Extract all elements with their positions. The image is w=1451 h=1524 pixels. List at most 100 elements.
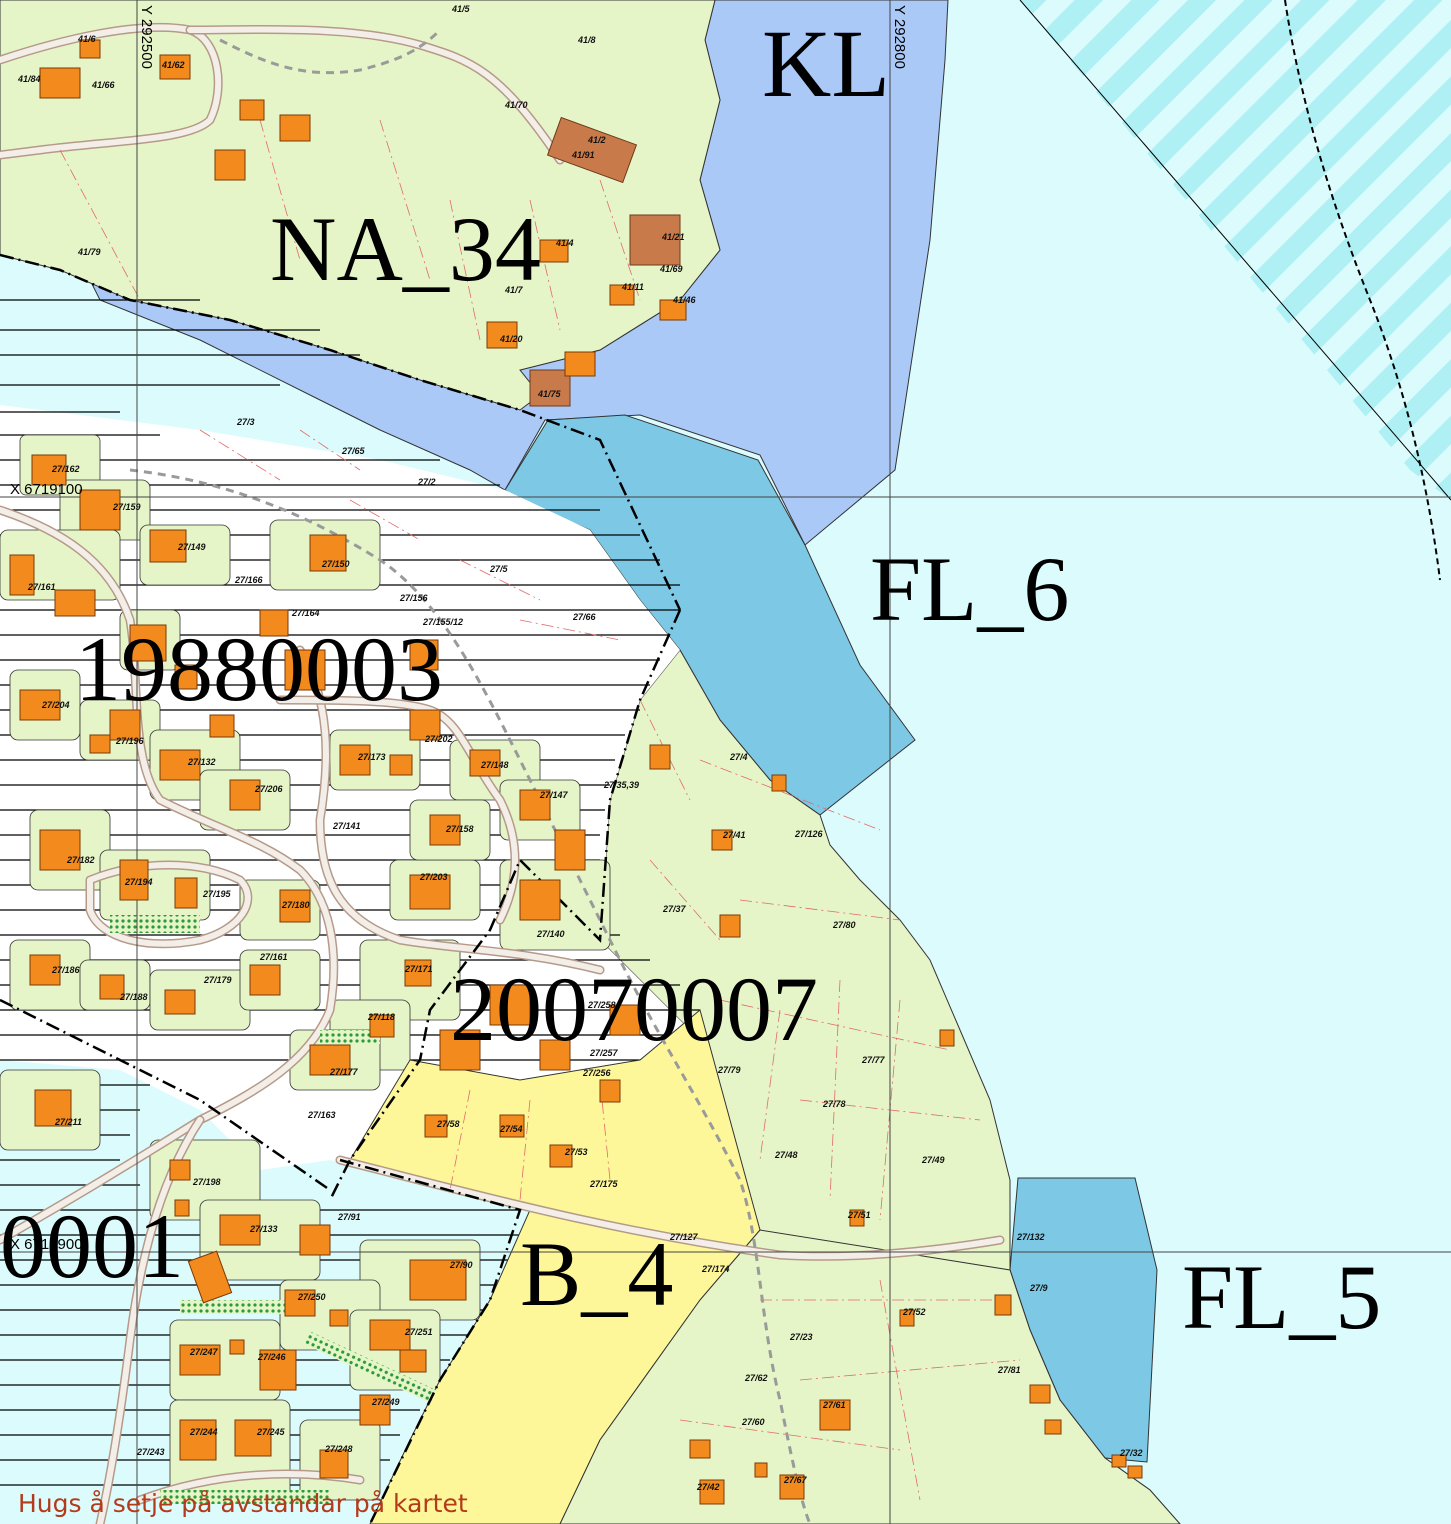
parcel-label: 27/246: [257, 1352, 287, 1362]
parcel-label: 41/69: [659, 264, 683, 274]
plan-border: [339, 1158, 522, 1524]
parcel-label: 27/32: [1119, 1448, 1143, 1458]
parcel-label: 27/159: [112, 502, 141, 512]
parcel-label: 27/58: [436, 1119, 460, 1129]
thin-diagonal-line: [1019, 0, 1451, 501]
parcel-label: 27/140: [536, 929, 565, 939]
parcel-label: 27/9: [1029, 1283, 1048, 1293]
parcel-label: 27/148: [480, 760, 509, 770]
parcel-label: 27/91: [337, 1212, 361, 1222]
parcel-label: 27/61: [822, 1400, 846, 1410]
parcel-label: 27/251: [404, 1327, 433, 1337]
parcel-label: 41/91: [571, 150, 595, 160]
parcel-label: 27/188: [119, 992, 148, 1002]
parcel-label: 27/53: [564, 1147, 588, 1157]
parcel-label: 27/52: [902, 1307, 926, 1317]
parcel-label: 27/204: [41, 700, 70, 710]
parcel-label: 27/4: [729, 752, 748, 762]
parcel-label: 27/194: [124, 877, 153, 887]
parcel-label: 27/149: [177, 542, 206, 552]
parcel-label: 27/243: [136, 1447, 165, 1457]
parcel-label: 41/7: [504, 285, 524, 295]
parcel-labels: 41/5 41/6 41/84 41/66 41/62 41/8 41/70 4…: [17, 4, 1143, 1492]
parcel-label: 27/244: [189, 1427, 218, 1437]
parcel-label: 27/66: [572, 612, 597, 622]
parcel-label: 27/48: [774, 1150, 798, 1160]
parcel-label: 41/79: [77, 247, 101, 257]
parcel-label: 27/180: [281, 900, 310, 910]
parcel-label: 41/20: [499, 334, 523, 344]
parcel-label: 27/155/12: [422, 617, 463, 627]
dashed-boundary: [1284, 0, 1441, 581]
plan-border: [0, 998, 331, 1192]
hedge-strip: [110, 915, 200, 933]
parcel-label: 27/62: [744, 1373, 768, 1383]
parcel-label: 41/70: [504, 100, 528, 110]
parcel-label: 27/203: [419, 872, 448, 882]
hedge-strip: [160, 1490, 330, 1504]
plan-id-20070007: 20070007: [450, 958, 818, 1060]
parcel-label: 27/127: [669, 1232, 699, 1242]
parcel-label: 27/158: [445, 824, 474, 834]
parcel-label: 27/258: [587, 1000, 616, 1010]
parcel-label: 27/182: [66, 855, 95, 865]
parcel-label: 27/81: [997, 1365, 1021, 1375]
parcel-label: 41/46: [672, 295, 697, 305]
parcel-label: 41/5: [451, 4, 471, 14]
parcel-label: 27/198: [192, 1177, 221, 1187]
parcel-label: 41/8: [577, 35, 596, 45]
parcel-label: 41/66: [91, 80, 116, 90]
parcel-label: 27/206: [254, 784, 284, 794]
parcel-label: 27/118: [367, 1012, 395, 1022]
parcel-label: 27/171: [404, 964, 433, 974]
parcel-label: 27/186: [51, 965, 81, 975]
parcel-label: 27/77: [861, 1055, 886, 1065]
dashed-boundary: [129, 468, 812, 1524]
parcel-label: 27/51: [847, 1210, 871, 1220]
parcel-label: 27/90: [449, 1260, 473, 1270]
green-area-south: [559, 1229, 1181, 1524]
parcel-label: 27/141: [332, 821, 361, 831]
parcel-label: 27/211: [54, 1117, 82, 1127]
parcel-label: 27/126: [794, 829, 824, 839]
plan-id-0001: 0001: [0, 1195, 184, 1297]
plan-border: [328, 609, 682, 1201]
parcel-label: 27/196: [115, 736, 145, 746]
coord-label-x6718900: X 6718900: [10, 1236, 83, 1253]
parcel-label: 27/175: [589, 1179, 619, 1189]
zone-label-b4: B_4: [520, 1223, 673, 1325]
parcel-label: 27/156: [399, 593, 429, 603]
parcel-label: 27/249: [371, 1397, 400, 1407]
zone-label-na34: NA_34: [270, 198, 541, 300]
parcel-label: 27/161: [259, 952, 288, 962]
parcel-label: 27/247: [189, 1347, 219, 1357]
parcel-label: 27/248: [324, 1444, 353, 1454]
parcel-label: 27/162: [51, 464, 80, 474]
parcel-label: 27/164: [291, 608, 320, 618]
zone-label-kl: KL: [762, 10, 890, 117]
parcel-label: 27/42: [696, 1482, 720, 1492]
zone-label-fl6: FL_6: [870, 538, 1069, 640]
coord-label-y292500: Y 292500: [138, 5, 155, 69]
parcel-label: 41/2: [587, 135, 606, 145]
parcel-label: 27/132: [187, 757, 216, 767]
plan-border: [0, 253, 682, 611]
parcel-label: 27/150: [321, 559, 350, 569]
parcel-label: 27/179: [203, 975, 232, 985]
parcel-label: 27/3: [236, 417, 255, 427]
parcel-label: 27/37: [662, 904, 687, 914]
buildings: [9, 39, 1143, 1505]
parcel-label: 27/195: [202, 889, 232, 899]
parcel-label: 27/5: [489, 564, 509, 574]
parcel-label: 27/132: [1016, 1232, 1045, 1242]
map-note: Hugs å setje på avstandar på kartet: [18, 1489, 468, 1518]
parcel-label: 27/23: [789, 1332, 813, 1342]
parcel-label: 41/21: [661, 232, 685, 242]
parcel-label: 27/41: [722, 830, 746, 840]
parcel-label: 27/173: [357, 752, 386, 762]
parcel-label: 27/67: [783, 1475, 808, 1485]
parcel-label: 27/80: [832, 920, 856, 930]
parcel-label: 27/163: [307, 1110, 336, 1120]
coord-label-y292800: Y 292800: [891, 5, 908, 69]
parcel-label: 27/49: [921, 1155, 945, 1165]
